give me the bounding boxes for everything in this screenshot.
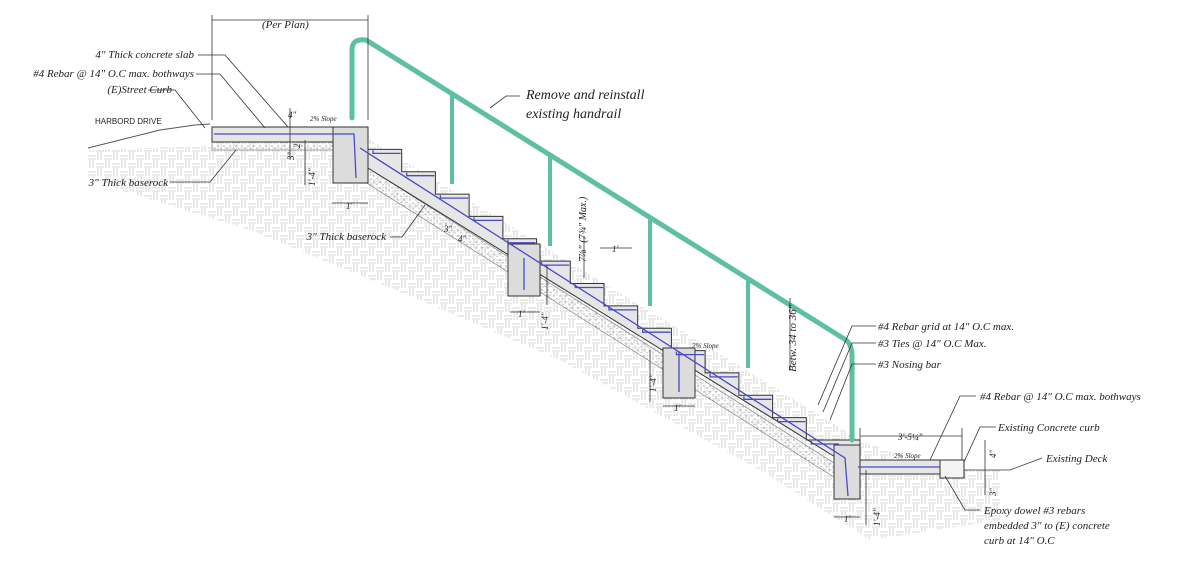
rebar-nosing	[540, 262, 570, 266]
street-curb-outline	[87, 123, 211, 149]
rebar-nosing	[642, 329, 671, 333]
dim-4-top: 4"	[288, 110, 297, 120]
dim-3-5: 3'-5¼"	[897, 432, 923, 442]
handrail-label-1: Remove and reinstall	[525, 88, 645, 103]
nosing-bar-label: #3 Nosing bar	[878, 359, 942, 371]
ties-label: #3 Ties @ 14" O.C Max.	[878, 338, 987, 350]
dim-1-4-mid: 1'-4"	[540, 312, 550, 330]
slab-label: 4" Thick concrete slab	[95, 49, 194, 61]
dim-3-mid: 3"	[443, 224, 453, 234]
epoxy-label-3: curb at 14" O.C	[984, 535, 1055, 547]
rebar-nosing	[743, 396, 772, 400]
dim-1-mid: 1'	[518, 309, 526, 319]
top-footing	[332, 126, 369, 184]
baserock-left-label: 3" Thick baserock	[88, 177, 169, 189]
rebar-bottom-label: #4 Rebar @ 14" O.C max. bothways	[980, 391, 1141, 403]
dim-4-bot: 4"	[988, 450, 998, 459]
rebar-nosing	[507, 239, 536, 244]
rebar-nosing	[810, 441, 839, 445]
harbord-drive-label: HARBORD DRIVE	[95, 117, 162, 126]
baserock-mid-label: 3" Thick baserock	[306, 231, 387, 243]
slope-bottom-label: 2% Slope	[894, 452, 921, 460]
rebar-main-diagonal	[359, 147, 849, 497]
dim-1-top: 1'	[346, 201, 354, 211]
rebar-group	[214, 133, 940, 497]
dimension-lines	[211, 15, 986, 525]
dim-1-low: 1'	[674, 403, 682, 413]
rebar-top-slab	[214, 133, 357, 179]
leader-lines	[148, 54, 1043, 511]
rebar-grid-label: #4 Rebar grid at 14" O.C max.	[878, 321, 1014, 333]
existing-curb-label: Existing Concrete curb	[997, 422, 1100, 434]
dim-1-4-bot: 1'-4"	[872, 508, 882, 526]
epoxy-label-2: embedded 3" to (E) concrete	[984, 520, 1110, 532]
riser-height-label: 7⅞" (7¾" Max.)	[578, 196, 589, 262]
dim-1-tread: 1'	[612, 244, 620, 254]
dim-4-mid: 4"	[458, 234, 467, 244]
handrail-posts	[450, 93, 750, 368]
dim-3-top: 3"	[286, 152, 296, 162]
handrail	[349, 37, 855, 443]
dim-1-4-top: 1'-4"	[307, 168, 317, 186]
rebar-nosing	[776, 418, 806, 423]
existing-deck-label: Existing Deck	[1045, 453, 1109, 465]
ground-soil	[88, 135, 1000, 540]
rebar-nosing	[372, 150, 401, 155]
betw-height-label: Betw. 34 to 36"	[787, 304, 799, 372]
existing-curb	[939, 459, 965, 479]
dim-1-bot: 1'	[844, 514, 852, 524]
rebar-nosing	[675, 351, 705, 356]
street-curb-label: (E)Street Curb	[107, 84, 172, 96]
dim-3-bot: 3"	[988, 488, 998, 498]
per-plan-label: (Per Plan)	[262, 19, 309, 31]
handrail-label-2: existing handrail	[526, 107, 621, 122]
rebar-nosing	[608, 306, 637, 311]
rebar-nosing	[473, 217, 502, 222]
rebar-nosing	[709, 373, 738, 378]
epoxy-label-1: Epoxy dowel #3 rebars	[983, 505, 1085, 517]
slope-top-label: 2% Slope	[310, 115, 337, 123]
rebar-nosing	[574, 284, 603, 289]
rebar-nosing	[406, 172, 435, 177]
dim-1-4-low: 1'-4"	[648, 374, 658, 392]
slope-mid-label: 2% Slope	[692, 342, 719, 350]
rebar-nosing	[439, 195, 469, 199]
dim-2-top: 2'	[292, 141, 302, 149]
rebar-top-label: #4 Rebar @ 14" O.C max. bothways	[33, 68, 194, 80]
